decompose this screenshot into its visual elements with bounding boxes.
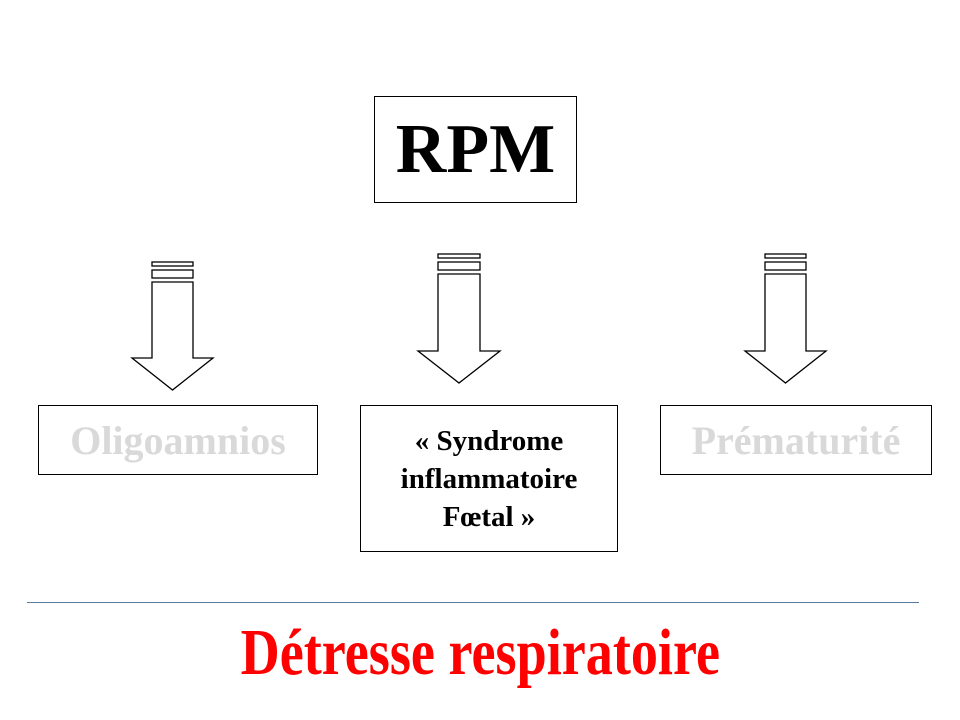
down-arrow-icon (416, 253, 502, 384)
sif-line-1: « Syndrome (414, 424, 564, 457)
sif-line-3: Fœtal » (442, 500, 536, 533)
divider (27, 602, 919, 603)
result-heading: Détresse respiratoire (0, 615, 960, 691)
down-arrow-icon (130, 261, 215, 391)
result-text: Détresse respiratoire (240, 616, 720, 689)
oligoamnios-box: Oligoamnios (38, 405, 318, 475)
down-arrow-icon (743, 253, 828, 384)
sif-line-2: inflammatoire (400, 462, 578, 495)
rpm-title: RPM (395, 110, 556, 188)
rpm-box: RPM (374, 96, 577, 203)
syndrome-inflammatoire-box: « Syndrome inflammatoire Fœtal » (360, 405, 618, 552)
prematurite-box: Prématurité (660, 405, 932, 475)
prematurite-label: Prématurité (691, 417, 901, 463)
oligoamnios-label: Oligoamnios (70, 417, 286, 463)
